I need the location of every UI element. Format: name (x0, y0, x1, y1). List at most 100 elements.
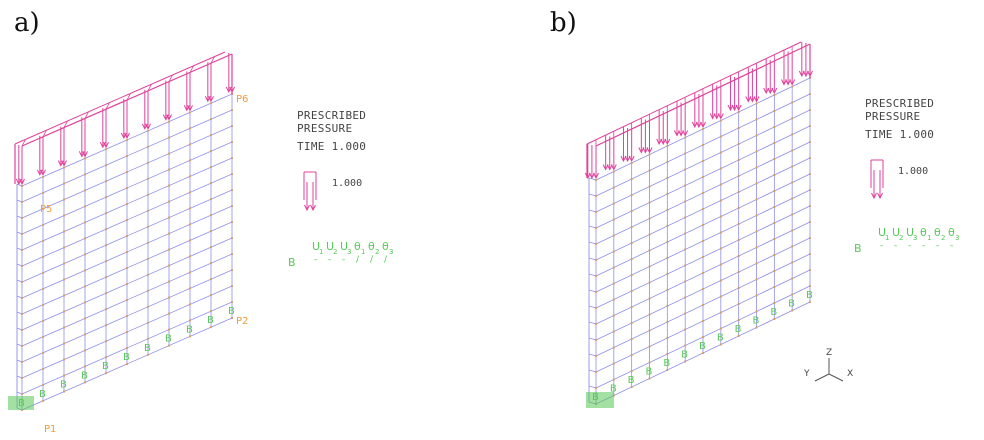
wall-a-node (20, 216, 24, 220)
wall-b-node (701, 351, 705, 355)
wall-a-load-diagonal (126, 93, 131, 101)
wall-b-node (612, 186, 615, 189)
wall-a-node (146, 193, 150, 196)
wall-a-node (104, 340, 108, 343)
triad-y-axis (814, 373, 830, 382)
wall-a-load-arrowhead (162, 114, 169, 121)
wall-a-node (146, 353, 150, 356)
wall-a-node (230, 156, 234, 160)
legend-b-load-value: 1.000 (898, 166, 929, 177)
wall-b-load-arrowhead (593, 172, 599, 180)
wall-b-node (648, 361, 651, 364)
wall-a-node (62, 246, 66, 249)
wall-b-node (666, 208, 669, 212)
wall-b-node (594, 194, 598, 198)
wall-b-node (791, 197, 794, 200)
wall-a-load-arrowhead (225, 86, 232, 94)
wall-a-node (209, 262, 213, 265)
wall-b-support-mark: B (681, 350, 688, 361)
wall-b-node (648, 345, 651, 348)
wall-a-node (41, 287, 45, 290)
wall-a-node (125, 250, 129, 254)
wall-b-node (719, 199, 722, 202)
wall-b-node (755, 134, 758, 137)
wall-b-node (612, 266, 615, 269)
wall-a-node (167, 120, 171, 123)
wall-b-load-arrowhead (638, 147, 645, 154)
wall-b-node (684, 264, 687, 267)
wall-b-node (755, 262, 758, 265)
legend-b-time: TIME 1.000 (865, 128, 935, 141)
wall-b-node (737, 190, 740, 194)
wall-a-node (125, 346, 129, 350)
wall-b-node (737, 238, 740, 242)
wall-b-node (666, 224, 669, 228)
wall-a-support-mark: B (81, 370, 88, 381)
wall-b-node (773, 237, 776, 241)
wall-b-node (808, 204, 812, 208)
wall-b-node (630, 353, 633, 357)
wall-b-node (630, 257, 633, 261)
wall-b-node (701, 127, 705, 131)
wall-a-node (83, 221, 87, 224)
wall-b-node (666, 272, 669, 276)
wall-b-load-arrowhead (682, 130, 689, 137)
wall-a-node (125, 298, 129, 302)
point-label-p5: P5 (40, 204, 52, 215)
wall-a-node (209, 310, 213, 313)
wall-a-node (230, 220, 234, 224)
wall-a-node (41, 383, 45, 386)
bc-header-subscript: 3 (913, 234, 917, 242)
wall-b-node (737, 334, 740, 338)
wall-b-node (773, 253, 776, 257)
wall-b-node (666, 144, 669, 148)
wall-a-node (20, 312, 24, 316)
wall-a-node (146, 241, 150, 244)
wall-b-node (791, 229, 794, 232)
wall-b-node (773, 285, 776, 289)
legend-a-load-arrowhead (304, 204, 310, 212)
bc-row-flag: / (370, 255, 374, 265)
wall-a-node (125, 234, 129, 238)
legend-b-title-1: PRESCRIBED (865, 97, 935, 110)
wall-b-load-arrowhead (642, 147, 649, 154)
wall-a-node (41, 271, 45, 274)
wall-a-node (209, 118, 213, 121)
wall-a-node (62, 358, 66, 361)
wall-b-node (701, 175, 705, 179)
wall-a-node (20, 232, 24, 236)
wall-b-node (719, 295, 722, 298)
wall-a-load-diagonal (168, 74, 173, 82)
wall-b-node (684, 360, 687, 363)
wall-b-node (594, 322, 598, 326)
wall-b-load-arrowhead (735, 104, 742, 112)
wall-a-node (104, 308, 108, 311)
wall-b-node (773, 109, 776, 113)
wall-a-node (83, 301, 87, 304)
wall-a-node (104, 180, 108, 183)
wall-a-load-diagonal (105, 102, 110, 110)
wall-a-node (62, 326, 66, 329)
wall-b-node (701, 191, 705, 195)
wall-a-node (104, 228, 108, 231)
wall-a-node (104, 244, 108, 247)
wall-b-node (648, 185, 651, 188)
wall-b-node (755, 166, 758, 169)
wall-b-node (594, 338, 598, 342)
wall-b-node (755, 102, 758, 105)
wall-b-node (755, 182, 758, 185)
wall-a-node (146, 129, 150, 132)
wall-b-node (791, 181, 794, 184)
wall-b-node (701, 303, 705, 307)
wall-b-node (648, 313, 651, 316)
bc-row-flag: - (908, 241, 911, 251)
bc-header-subscript: 2 (333, 248, 337, 256)
legend-b: PRESCRIBED PRESSURE TIME 1.000 (865, 97, 934, 141)
wall-b-node (612, 362, 615, 365)
wall-a-node (188, 175, 192, 178)
wall-a-node (230, 140, 234, 144)
wall-a-load-arrowhead (99, 141, 106, 149)
wall-a-node (83, 173, 87, 176)
wall-a-node (167, 216, 171, 219)
wall-a-node (146, 209, 150, 212)
